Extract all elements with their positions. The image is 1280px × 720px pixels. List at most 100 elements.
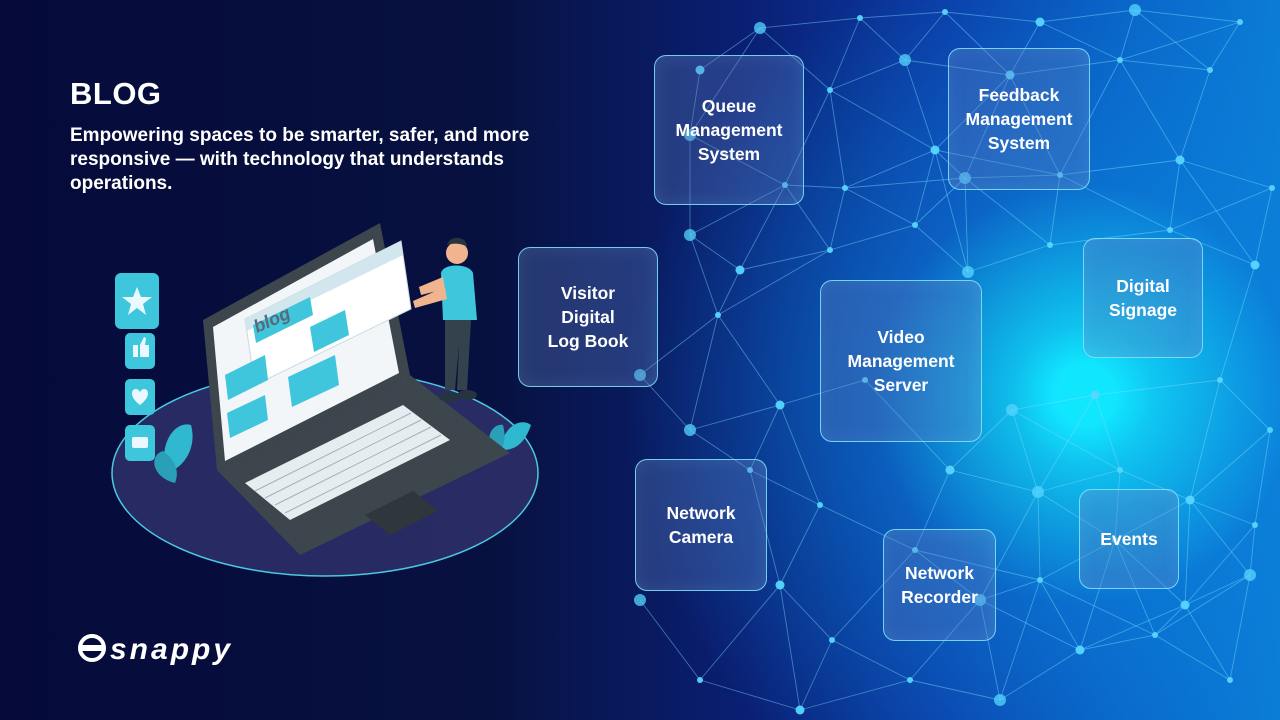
network-link <box>1179 159 1256 266</box>
network-link <box>844 177 966 189</box>
network-node-dot <box>862 377 868 383</box>
chat-icon <box>125 425 155 461</box>
network-link <box>1037 491 1116 541</box>
network-link <box>979 599 1081 651</box>
network-node-dot <box>942 9 948 15</box>
snappy-logo[interactable]: snappy <box>78 628 278 668</box>
network-link <box>689 404 781 431</box>
network-node-dot <box>817 502 823 508</box>
network-node-dot <box>829 637 835 643</box>
network-link <box>904 59 1011 76</box>
network-node-dot <box>1032 486 1044 498</box>
network-link <box>1169 159 1181 231</box>
network-link <box>979 599 1001 701</box>
network-node-dot <box>1180 600 1190 610</box>
network-link <box>1154 574 1251 636</box>
network-link <box>699 27 761 71</box>
network-node-dot <box>634 594 646 606</box>
network-link <box>784 184 846 189</box>
network-link <box>1011 409 1121 471</box>
node-queue-management-system[interactable]: Queue Management System <box>654 55 804 205</box>
network-link <box>1219 264 1256 381</box>
network-link <box>934 149 969 273</box>
network-link <box>779 584 801 711</box>
logo-text: snappy <box>110 633 233 666</box>
network-link <box>1037 469 1121 493</box>
network-link <box>831 639 911 681</box>
network-link <box>914 549 1041 581</box>
node-network-recorder[interactable]: Network Recorder <box>883 529 996 641</box>
network-link <box>1219 379 1271 431</box>
network-link <box>1009 59 1121 76</box>
network-link <box>944 11 1011 76</box>
network-link <box>689 134 786 186</box>
network-link <box>1114 469 1121 541</box>
network-link <box>1049 174 1061 246</box>
network-node-dot <box>1152 632 1158 638</box>
network-node-dot <box>1090 390 1100 400</box>
node-events[interactable]: Events <box>1079 489 1179 589</box>
network-node-dot <box>907 677 913 683</box>
network-node-dot <box>1075 645 1085 655</box>
network-link <box>689 234 741 271</box>
network-link <box>1011 394 1096 411</box>
network-link <box>1059 59 1121 176</box>
network-link <box>979 579 1041 601</box>
network-link <box>779 504 821 586</box>
network-node-dot <box>1129 4 1141 16</box>
network-link <box>1119 21 1241 61</box>
network-link <box>1249 524 1256 576</box>
node-feedback-management-system[interactable]: Feedback Management System <box>948 48 1090 190</box>
node-video-management-server[interactable]: Video Management Server <box>820 280 982 442</box>
network-link <box>1169 229 1256 266</box>
network-link <box>1011 409 1039 493</box>
network-link <box>749 469 821 506</box>
network-link <box>859 17 906 61</box>
network-link <box>1094 394 1121 471</box>
network-link <box>639 314 719 376</box>
network-link <box>739 249 831 271</box>
network-node-dot <box>1244 569 1256 581</box>
network-link <box>1039 579 1156 636</box>
network-node-dot <box>1267 427 1273 433</box>
network-node-dot <box>827 87 833 93</box>
network-link <box>829 224 916 251</box>
network-link <box>1254 187 1273 266</box>
network-link <box>1039 21 1121 61</box>
page-title: BLOG <box>70 76 162 111</box>
network-link <box>749 469 781 586</box>
node-digital-signage[interactable]: Digital Signage <box>1083 238 1203 358</box>
network-node-dot <box>715 312 721 318</box>
network-node-dot <box>795 705 805 715</box>
network-node-dot <box>962 266 974 278</box>
network-node-dot <box>1269 185 1275 191</box>
network-link <box>864 379 951 471</box>
network-link <box>829 187 846 251</box>
network-link <box>689 69 701 136</box>
network-node-dot <box>994 694 1006 706</box>
network-node-dot <box>754 22 766 34</box>
network-link <box>964 174 1061 179</box>
network-link <box>1049 229 1171 246</box>
network-link <box>1059 159 1181 176</box>
network-node-dot <box>1252 522 1258 528</box>
network-node-dot <box>695 65 705 75</box>
network-link <box>829 59 906 91</box>
network-link <box>1114 499 1191 541</box>
network-link <box>964 74 1011 179</box>
network-node-dot <box>1057 172 1063 178</box>
network-link <box>639 599 701 681</box>
node-network-camera[interactable]: Network Camera <box>635 459 767 591</box>
network-node-dot <box>1047 242 1053 248</box>
network-link <box>759 17 861 29</box>
network-link <box>1184 524 1256 606</box>
node-visitor-digital-log-book[interactable]: Visitor Digital Log Book <box>518 247 658 387</box>
network-link <box>1037 491 1041 581</box>
network-node-dot <box>912 222 918 228</box>
network-node-dot <box>1217 377 1223 383</box>
network-node-dot <box>959 172 971 184</box>
network-link <box>831 549 916 641</box>
logo-ring-icon <box>78 634 106 662</box>
network-link <box>1229 574 1251 681</box>
network-link <box>944 11 1041 23</box>
